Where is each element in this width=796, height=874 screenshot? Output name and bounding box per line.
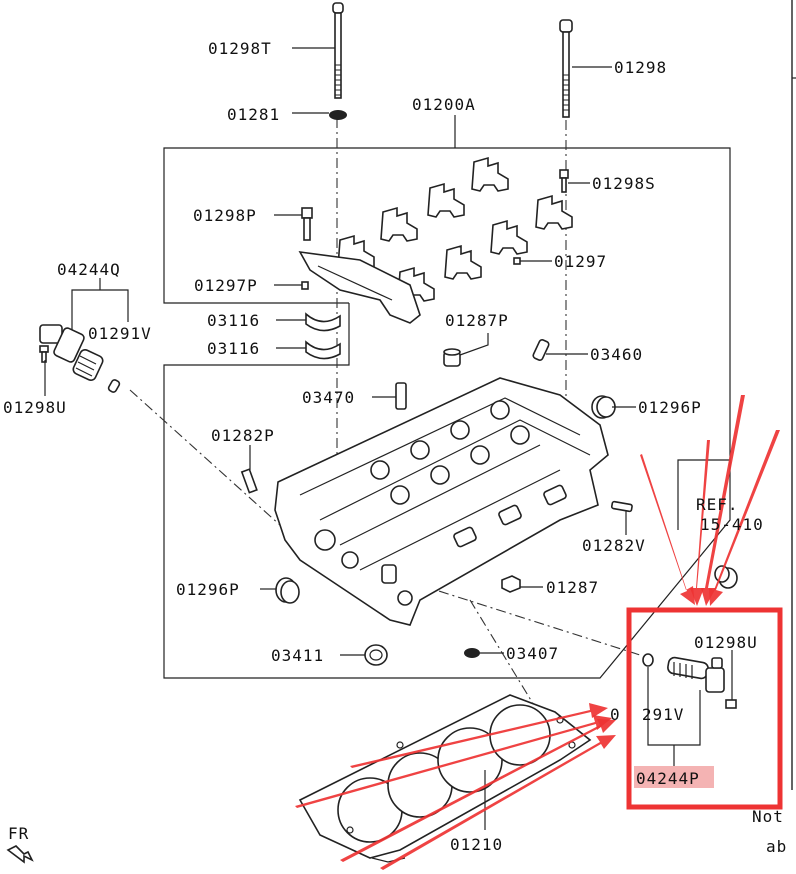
highlight-box (626, 607, 783, 810)
label-03116-b: 03116 (207, 339, 260, 358)
label-04244Q: 04244Q (57, 260, 121, 279)
cylinder-head (274, 377, 609, 626)
dowel-03470 (395, 382, 407, 410)
stud-01282P (240, 468, 258, 494)
label-03407: 03407 (506, 644, 559, 663)
bolt-01298T (332, 2, 344, 99)
label-01282P: 01282P (211, 426, 275, 445)
label-03116-a: 03116 (207, 311, 260, 330)
leader-lines (44, 47, 733, 830)
label-04244P: 04244P (636, 769, 700, 788)
label-01210: 01210 (450, 835, 503, 854)
label-03411: 03411 (271, 646, 324, 665)
label-01298U-left: 01298U (3, 398, 67, 417)
plug-01296P-left (275, 577, 300, 604)
assembly-frame (163, 147, 731, 679)
label-01291V-left: 01291V (88, 324, 152, 343)
seal-03407 (464, 648, 480, 658)
note-line-2: ab (766, 837, 787, 856)
label-01298: 01298 (614, 58, 667, 77)
label-03470: 03470 (302, 388, 355, 407)
label-01281: 01281 (227, 105, 280, 124)
label-0291V: 0 291V (610, 705, 684, 724)
front-direction-icon (6, 845, 34, 864)
label-01298T: 01298T (208, 39, 272, 58)
label-01298U-right: 01298U (694, 633, 758, 652)
highlight-label-bg (634, 766, 714, 788)
head-gasket-01210 (298, 694, 592, 863)
seal-03411 (364, 644, 388, 666)
pin-01297 (513, 257, 521, 265)
label-01297P: 01297P (194, 276, 258, 295)
plug-ref-15-410 (714, 565, 738, 589)
red-arrows (295, 395, 780, 870)
oring-01291V-left (107, 379, 121, 393)
washer-01281 (329, 110, 347, 120)
plug-01296P-right (591, 395, 616, 419)
bolt-01298 (559, 19, 573, 118)
label-ref-number: 15-410 (700, 515, 764, 534)
label-01298S: 01298S (592, 174, 656, 193)
bolt-01298U-right (725, 699, 737, 709)
bearing-frame (298, 250, 421, 324)
nut-01287 (501, 575, 521, 593)
camshaft-caps (337, 156, 573, 302)
label-01298P: 01298P (193, 206, 257, 225)
label-ref: REF. (696, 495, 739, 514)
label-01296P-right: 01296P (638, 398, 702, 417)
stud-01282V (610, 500, 633, 513)
label-01282V: 01282V (582, 536, 646, 555)
label-01296P-left: 01296P (176, 580, 240, 599)
label-03460: 03460 (590, 345, 643, 364)
oil-control-valve-04244P (642, 653, 725, 693)
plug-01287P (443, 348, 461, 367)
bolt-01298S (559, 169, 569, 193)
bearing-shell-03116-b (305, 340, 341, 360)
label-01287P: 01287P (445, 311, 509, 330)
oil-control-valve-04244Q (39, 324, 104, 382)
label-01200A: 01200A (412, 95, 476, 114)
dowel-03460 (532, 339, 550, 361)
pin-01297P (301, 281, 309, 290)
bolt-01298U-left (39, 345, 49, 363)
label-fr: FR (8, 824, 29, 843)
bearing-shell-03116-a (305, 312, 341, 332)
label-01287: 01287 (546, 578, 599, 597)
bolt-01298P (301, 207, 313, 241)
note-line-1: Not (752, 807, 784, 826)
label-01297: 01297 (554, 252, 607, 271)
